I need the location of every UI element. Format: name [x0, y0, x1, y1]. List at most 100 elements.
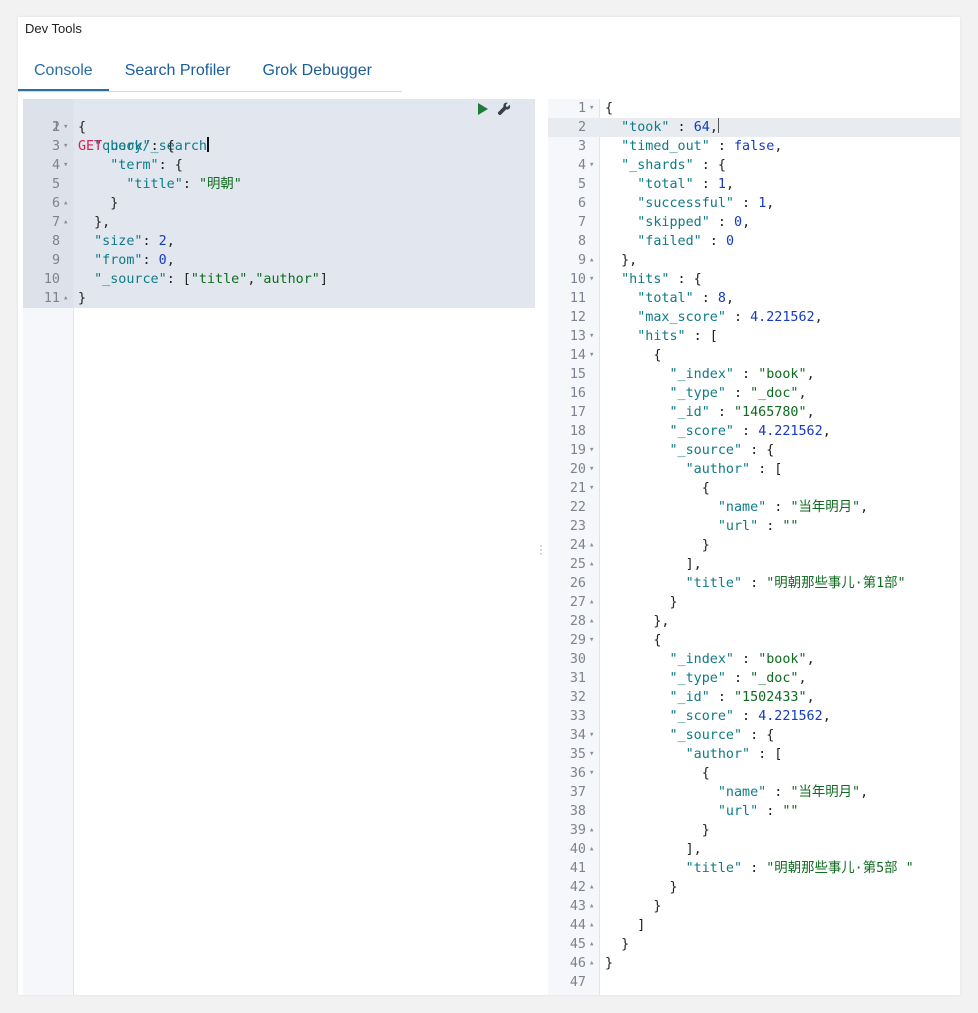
response-line[interactable]: 21▾ { — [548, 479, 960, 498]
request-line[interactable]: 3▾ "query": { — [23, 137, 535, 156]
request-editor[interactable]: 1 GET book/_search 2▾{3▾ "query": {4▾ "t… — [23, 99, 535, 995]
fold-expand-icon[interactable]: ▴ — [589, 825, 595, 835]
response-line[interactable]: 24▴ } — [548, 536, 960, 555]
tab-grok-debugger[interactable]: Grok Debugger — [262, 62, 372, 79]
fold-collapse-icon[interactable]: ▾ — [589, 445, 595, 455]
response-line[interactable]: 14▾ { — [548, 346, 960, 365]
response-line[interactable]: 7 "skipped" : 0, — [548, 213, 960, 232]
response-line[interactable]: 36▾ { — [548, 764, 960, 783]
fold-expand-icon[interactable]: ▴ — [589, 939, 595, 949]
fold-collapse-icon[interactable]: ▾ — [589, 483, 595, 493]
response-line[interactable]: 27▴ } — [548, 593, 960, 612]
response-line[interactable]: 8 "failed" : 0 — [548, 232, 960, 251]
fold-expand-icon[interactable]: ▴ — [63, 293, 69, 303]
response-line[interactable]: 1▾{ — [548, 99, 960, 118]
response-line[interactable]: 25▴ ], — [548, 555, 960, 574]
fold-expand-icon[interactable]: ▴ — [589, 597, 595, 607]
request-line[interactable]: 2▾{ — [23, 118, 535, 137]
request-line[interactable]: 5 "title": "明朝" — [23, 175, 535, 194]
response-line[interactable]: 32 "_id" : "1502433", — [548, 688, 960, 707]
response-line[interactable]: 17 "_id" : "1465780", — [548, 403, 960, 422]
response-line[interactable]: 44▴ ] — [548, 916, 960, 935]
request-line[interactable]: 9 "from": 0, — [23, 251, 535, 270]
fold-expand-icon[interactable]: ▴ — [589, 540, 595, 550]
fold-expand-icon[interactable]: ▴ — [589, 920, 595, 930]
fold-expand-icon[interactable]: ▴ — [63, 198, 69, 208]
fold-collapse-icon[interactable]: ▾ — [589, 331, 595, 341]
fold-collapse-icon[interactable]: ▾ — [63, 122, 69, 132]
fold-collapse-icon[interactable]: ▾ — [589, 730, 595, 740]
fold-expand-icon[interactable]: ▴ — [589, 844, 595, 854]
response-line[interactable]: 47 — [548, 973, 960, 992]
wrench-icon[interactable] — [497, 102, 511, 116]
response-viewer[interactable]: 1▾{2 "took" : 64,3 "timed_out" : false,4… — [548, 99, 960, 995]
response-line[interactable]: 10▾ "hits" : { — [548, 270, 960, 289]
request-line[interactable]: 6▴ } — [23, 194, 535, 213]
response-line[interactable]: 26 "title" : "明朝那些事儿·第1部" — [548, 574, 960, 593]
response-line[interactable]: 2 "took" : 64, — [548, 118, 960, 137]
response-line[interactable]: 23 "url" : "" — [548, 517, 960, 536]
response-line[interactable]: 4▾ "_shards" : { — [548, 156, 960, 175]
fold-expand-icon[interactable]: ▴ — [589, 882, 595, 892]
fold-collapse-icon[interactable]: ▾ — [63, 141, 69, 151]
response-line[interactable]: 6 "successful" : 1, — [548, 194, 960, 213]
request-line[interactable]: 11▴} — [23, 289, 535, 308]
response-line[interactable]: 34▾ "_source" : { — [548, 726, 960, 745]
response-line[interactable]: 12 "max_score" : 4.221562, — [548, 308, 960, 327]
response-line[interactable]: 33 "_score" : 4.221562, — [548, 707, 960, 726]
line-number: 36 — [569, 766, 586, 781]
request-line[interactable]: 1 GET book/_search — [23, 99, 535, 154]
response-line[interactable]: 3 "timed_out" : false, — [548, 137, 960, 156]
line-number: 25 — [569, 557, 586, 572]
fold-expand-icon[interactable]: ▴ — [589, 559, 595, 569]
response-line[interactable]: 13▾ "hits" : [ — [548, 327, 960, 346]
response-line[interactable]: 22 "name" : "当年明月", — [548, 498, 960, 517]
play-icon[interactable] — [478, 102, 488, 115]
response-line[interactable]: 15 "_index" : "book", — [548, 365, 960, 384]
response-line[interactable]: 38 "url" : "" — [548, 802, 960, 821]
response-line[interactable]: 45▴ } — [548, 935, 960, 954]
line-number: 14 — [569, 348, 586, 363]
response-line[interactable]: 11 "total" : 8, — [548, 289, 960, 308]
fold-collapse-icon[interactable]: ▾ — [589, 749, 595, 759]
response-line[interactable]: 39▴ } — [548, 821, 960, 840]
response-line[interactable]: 5 "total" : 1, — [548, 175, 960, 194]
fold-collapse-icon[interactable]: ▾ — [589, 274, 595, 284]
fold-expand-icon[interactable]: ▴ — [589, 958, 595, 968]
response-line[interactable]: 28▴ }, — [548, 612, 960, 631]
response-line[interactable]: 46▴} — [548, 954, 960, 973]
request-line[interactable]: 4▾ "term": { — [23, 156, 535, 175]
response-line-code: { — [605, 481, 710, 496]
request-line[interactable]: 8 "size": 2, — [23, 232, 535, 251]
fold-expand-icon[interactable]: ▴ — [589, 255, 595, 265]
response-line[interactable]: 20▾ "author" : [ — [548, 460, 960, 479]
fold-collapse-icon[interactable]: ▾ — [589, 635, 595, 645]
pane-resize-handle[interactable]: ··· — [539, 538, 543, 560]
response-line[interactable]: 35▾ "author" : [ — [548, 745, 960, 764]
fold-collapse-icon[interactable]: ▾ — [589, 160, 595, 170]
response-line[interactable]: 43▴ } — [548, 897, 960, 916]
tab-console[interactable]: Console — [18, 55, 109, 91]
response-line[interactable]: 29▾ { — [548, 631, 960, 650]
fold-collapse-icon[interactable]: ▾ — [589, 768, 595, 778]
fold-expand-icon[interactable]: ▴ — [63, 217, 69, 227]
response-line[interactable]: 19▾ "_source" : { — [548, 441, 960, 460]
tab-search-profiler[interactable]: Search Profiler — [124, 62, 231, 79]
response-line[interactable]: 42▴ } — [548, 878, 960, 897]
request-line[interactable]: 10 "_source": ["title","author"] — [23, 270, 535, 289]
response-line[interactable]: 30 "_index" : "book", — [548, 650, 960, 669]
fold-expand-icon[interactable]: ▴ — [589, 616, 595, 626]
response-line[interactable]: 18 "_score" : 4.221562, — [548, 422, 960, 441]
fold-expand-icon[interactable]: ▴ — [589, 901, 595, 911]
fold-collapse-icon[interactable]: ▾ — [589, 464, 595, 474]
fold-collapse-icon[interactable]: ▾ — [589, 350, 595, 360]
fold-collapse-icon[interactable]: ▾ — [589, 103, 595, 113]
response-line[interactable]: 37 "name" : "当年明月", — [548, 783, 960, 802]
response-line[interactable]: 41 "title" : "明朝那些事儿·第5部 " — [548, 859, 960, 878]
fold-collapse-icon[interactable]: ▾ — [63, 160, 69, 170]
request-line[interactable]: 7▴ }, — [23, 213, 535, 232]
response-line[interactable]: 40▴ ], — [548, 840, 960, 859]
response-line[interactable]: 31 "_type" : "_doc", — [548, 669, 960, 688]
response-line[interactable]: 16 "_type" : "_doc", — [548, 384, 960, 403]
response-line[interactable]: 9▴ }, — [548, 251, 960, 270]
